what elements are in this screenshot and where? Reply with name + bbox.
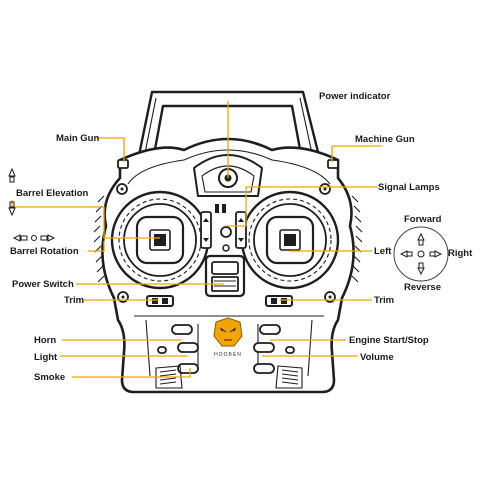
- barrel-rotation-icon: [12, 234, 56, 242]
- left-stick: [154, 234, 166, 246]
- label-power-indicator: Power indicator: [319, 91, 391, 102]
- label-engine-start-stop: Engine Start/Stop: [349, 335, 429, 346]
- speaker-grilles: [155, 365, 303, 389]
- remote-controller: HOOBEN: [93, 90, 363, 394]
- label-trim-right: Trim: [374, 295, 394, 306]
- label-machine-gun: Machine Gun: [355, 134, 415, 145]
- hooben-logo: HOOBEN: [213, 317, 243, 358]
- left-stick-gimbal: [110, 190, 210, 290]
- brand-text: HOOBEN: [214, 352, 242, 358]
- leader-lines: [11, 101, 382, 378]
- signal-lamps-panel: [200, 204, 247, 252]
- label-light: Light: [34, 352, 58, 363]
- label-barrel-rotation: Barrel Rotation: [10, 246, 79, 257]
- label-trim-left: Trim: [64, 295, 84, 306]
- main-gun-button: [117, 159, 129, 169]
- direction-compass-icon: [393, 226, 449, 282]
- right-function-buttons: [253, 324, 295, 374]
- trim-switch-right: [265, 295, 293, 307]
- machine-gun-button: [327, 159, 339, 169]
- label-barrel-elevation: Barrel Elevation: [16, 188, 89, 199]
- label-forward: Forward: [404, 214, 442, 225]
- label-main-gun: Main Gun: [56, 133, 99, 144]
- label-right: Right: [448, 248, 473, 259]
- label-power-switch: Power Switch: [12, 279, 74, 290]
- barrel-elevation-icon: [8, 167, 16, 217]
- label-signal-lamps: Signal Lamps: [378, 182, 440, 193]
- label-volume: Volume: [360, 352, 394, 363]
- signal-lamp: [220, 226, 232, 238]
- right-stick-gimbal: [240, 190, 340, 290]
- label-horn: Horn: [34, 335, 56, 346]
- power-switch: [204, 254, 246, 298]
- trim-switch-left: [146, 295, 174, 307]
- label-left: Left: [374, 246, 392, 257]
- right-stick: [284, 234, 296, 246]
- left-function-buttons: [157, 324, 199, 374]
- label-smoke: Smoke: [34, 372, 65, 383]
- callout-labels: Power indicator Main Gun Machine Gun Bar…: [10, 91, 473, 383]
- label-reverse: Reverse: [404, 282, 441, 293]
